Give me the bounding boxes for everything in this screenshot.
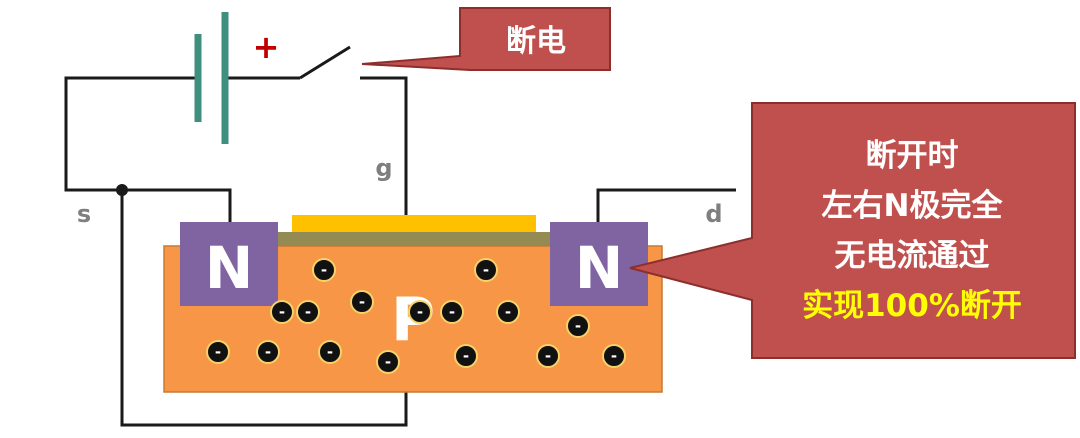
electron-dot xyxy=(496,300,520,324)
power-off-callout: 断电 xyxy=(361,7,611,71)
drain-n-region xyxy=(550,222,648,306)
electron-dot xyxy=(566,314,590,338)
electron: - xyxy=(296,300,320,324)
electron-dot xyxy=(440,300,464,324)
electron-dot xyxy=(206,340,230,364)
electron-dot xyxy=(318,340,342,364)
source-n-region xyxy=(180,222,278,306)
electron-sign: - xyxy=(449,303,455,321)
electron-sign: - xyxy=(265,343,271,361)
power-off-callout-text: 断电 xyxy=(506,24,566,59)
switch-blade xyxy=(299,45,351,80)
electron: - xyxy=(536,344,560,368)
explanation-line-3: 无电流通过 xyxy=(835,238,990,274)
electron: - xyxy=(206,340,230,364)
gate-oxide xyxy=(278,232,550,246)
electron-sign: - xyxy=(305,303,311,321)
electron-dot xyxy=(536,344,560,368)
electron-dot xyxy=(256,340,280,364)
drain-n-label: N xyxy=(575,234,624,302)
electron: - xyxy=(454,344,478,368)
electron-sign: - xyxy=(483,261,489,279)
electron-sign: - xyxy=(359,293,365,311)
gate-terminal-label: g xyxy=(375,154,392,182)
explanation-line-1: 断开时 xyxy=(866,138,959,174)
electron: - xyxy=(566,314,590,338)
electron: - xyxy=(350,290,374,314)
power-off-callout-box xyxy=(361,7,611,71)
electron-dot xyxy=(408,300,432,324)
circuit-wires xyxy=(64,76,736,427)
electron: - xyxy=(602,344,626,368)
electron-sign: - xyxy=(215,343,221,361)
electron-dot xyxy=(296,300,320,324)
explanation-callout-box xyxy=(629,102,1076,359)
electron-sign: - xyxy=(611,347,617,365)
wire-drain xyxy=(596,188,736,222)
explanation-line-2: 左右N极完全 xyxy=(822,188,1004,224)
electron: - xyxy=(318,340,342,364)
electron-dot xyxy=(350,290,374,314)
wire-source-to-body xyxy=(120,190,408,427)
electron-dot xyxy=(602,344,626,368)
source-junction-dot xyxy=(116,184,128,196)
source-terminal-label: s xyxy=(77,200,91,228)
electron-sign: - xyxy=(463,347,469,365)
electron: - xyxy=(408,300,432,324)
electron-dot xyxy=(474,258,498,282)
electron: - xyxy=(312,258,336,282)
wire-switch-to-gate xyxy=(360,76,408,215)
electron-sign: - xyxy=(417,303,423,321)
electron-sign: - xyxy=(575,317,581,335)
electron: - xyxy=(270,300,294,324)
electron: - xyxy=(256,340,280,364)
electron-group: - - - - - - - - - - - - - - - - xyxy=(206,258,626,374)
wire-battery-left xyxy=(64,76,232,222)
explanation-highlight: 实现100%断开 xyxy=(802,288,1022,324)
electron: - xyxy=(474,258,498,282)
electron-sign: - xyxy=(505,303,511,321)
gate-metal xyxy=(292,215,536,232)
electron-dot xyxy=(454,344,478,368)
electron: - xyxy=(440,300,464,324)
explanation-callout: 断开时 左右N极完全 无电流通过 实现100%断开 xyxy=(629,102,1076,359)
electron-sign: - xyxy=(321,261,327,279)
electron-sign: - xyxy=(545,347,551,365)
electron-sign: - xyxy=(279,303,285,321)
electron-dot xyxy=(376,350,400,374)
electron: - xyxy=(376,350,400,374)
battery-plus-sign: + xyxy=(253,28,280,66)
mosfet-device: N N P ---------------- xyxy=(163,215,663,393)
battery: + xyxy=(194,12,280,144)
electron-dot xyxy=(270,300,294,324)
drain-terminal-label: d xyxy=(705,200,722,228)
electron-sign: - xyxy=(385,353,391,371)
electron-sign: - xyxy=(327,343,333,361)
source-n-label: N xyxy=(205,234,254,302)
electron: - xyxy=(496,300,520,324)
electron-dot xyxy=(312,258,336,282)
